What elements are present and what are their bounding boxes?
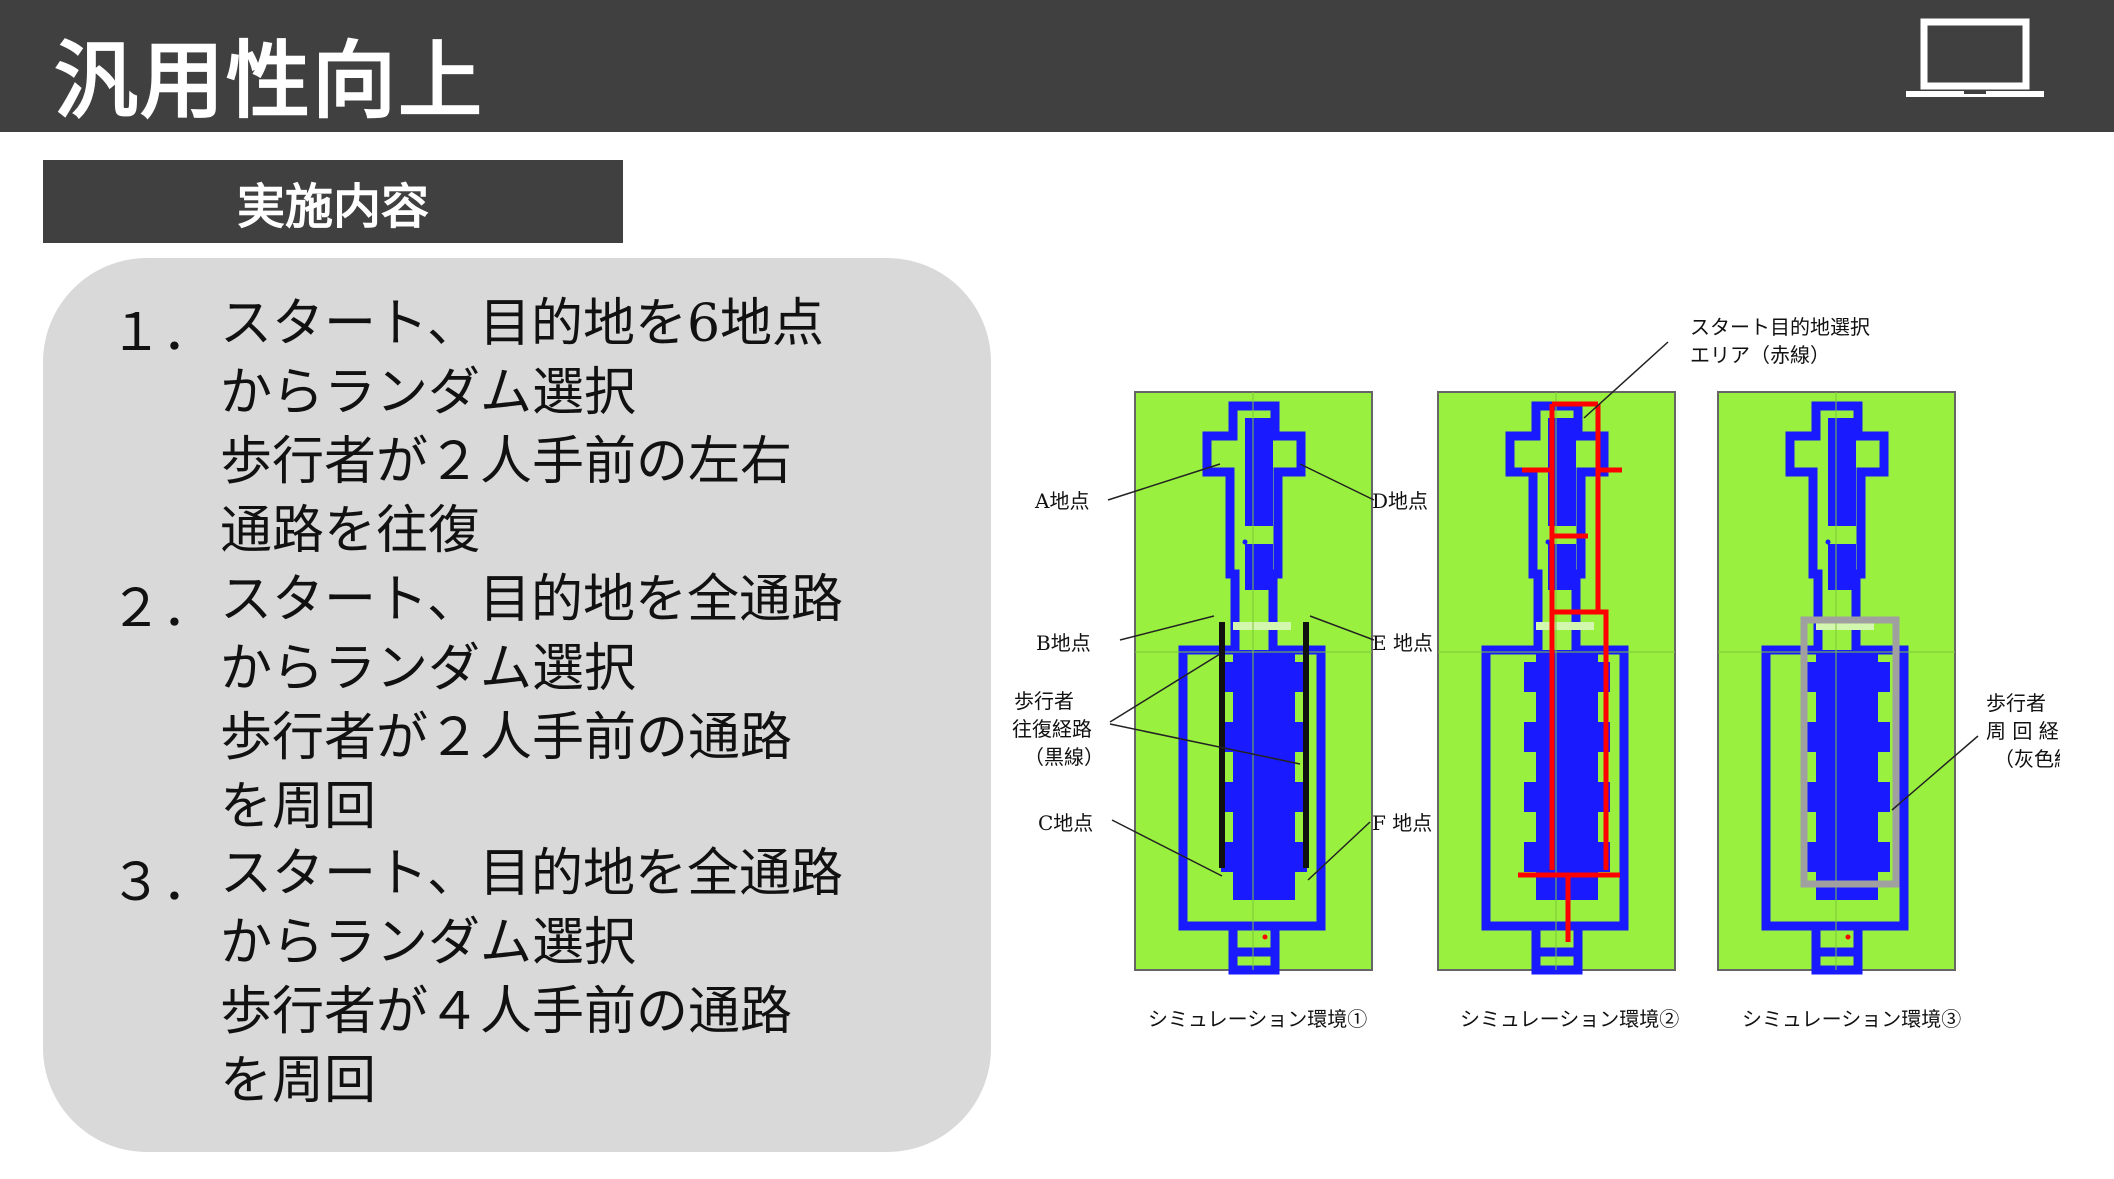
list-line: からランダム選択 (220, 913, 637, 973)
list-line: スタート、目的地を全通路 (220, 844, 843, 904)
area-label-line: スタート目的地選択 (1690, 315, 1870, 339)
route-label-line: 歩行者 (1014, 689, 1074, 713)
list-text: スタート、目的地を6地点 からランダム選択 歩行者が２人手前の左右 通路を往復 (220, 290, 824, 566)
list-text: スタート、目的地を全通路 からランダム選択 歩行者が４人手前の通路 を周回 (220, 840, 843, 1116)
list-line: 歩行者が２人手前の左右 (220, 432, 793, 492)
list-number: １． (110, 303, 215, 363)
laptop-icon (1906, 18, 2044, 97)
floorplan-1 (1135, 392, 1372, 970)
point-labels: A地点 B地点 C地点 D地点 E 地点 F 地点 歩行者 往復経路 （黒線） … (1012, 315, 2060, 835)
point-label-d: D地点 (1372, 489, 1428, 513)
list-text: スタート、目的地を全通路 からランダム選択 歩行者が２人手前の通路 を周回 (220, 566, 843, 842)
loop-label-line: 周 回 経 路 (1986, 719, 2060, 743)
list-line: スタート、目的地を6地点 (220, 294, 825, 354)
caption-environment-1: シミュレーション環境① (1148, 1007, 1367, 1031)
caption-environment-2: シミュレーション環境② (1460, 1007, 1679, 1031)
loop-route (1800, 616, 1900, 888)
title-bar: 汎用性向上 (0, 0, 2114, 132)
route-label-line: 往復経路 (1012, 717, 1092, 741)
floorplan-2 (1438, 392, 1675, 970)
page-title: 汎用性向上 (54, 32, 485, 130)
point-label-b: B地点 (1036, 631, 1091, 655)
point-label-a: A地点 (1034, 489, 1089, 513)
floorplan-3 (1718, 392, 1955, 970)
list-line: からランダム選択 (220, 363, 637, 423)
list-line: 通路を往復 (220, 501, 481, 561)
loop-label-line: 歩行者 (1986, 691, 2046, 715)
area-label-line: エリア（赤線） (1690, 343, 1830, 367)
selection-area-route (1518, 401, 1622, 942)
list-line: を周回 (220, 777, 377, 837)
caption-environment-3: シミュレーション環境③ (1742, 1007, 1961, 1031)
list-line: スタート、目的地を全通路 (220, 570, 843, 630)
point-label-c: C地点 (1038, 811, 1093, 835)
figure-captions: シミュレーション環境① シミュレーション環境② シミュレーション環境③ (1148, 1007, 1961, 1031)
section-label: 実施内容 (43, 160, 623, 243)
list-line: 歩行者が２人手前の通路 (220, 708, 793, 768)
simulation-figure: A地点 B地点 C地点 D地点 E 地点 F 地点 歩行者 往復経路 （黒線） … (1012, 315, 2060, 1031)
list-line: を周回 (220, 1051, 377, 1111)
leader-lines (1107, 341, 1979, 881)
list-number: ２． (110, 579, 215, 639)
point-label-e: E 地点 (1372, 631, 1433, 655)
list-number: ３． (110, 853, 215, 913)
loop-label-line: （灰色線） (1994, 747, 2060, 771)
list-line: 歩行者が４人手前の通路 (220, 982, 793, 1042)
list-line: からランダム選択 (220, 639, 637, 699)
content-panel (43, 258, 991, 1152)
point-label-f: F 地点 (1372, 811, 1432, 835)
route-label-line: （黒線） (1024, 745, 1104, 769)
